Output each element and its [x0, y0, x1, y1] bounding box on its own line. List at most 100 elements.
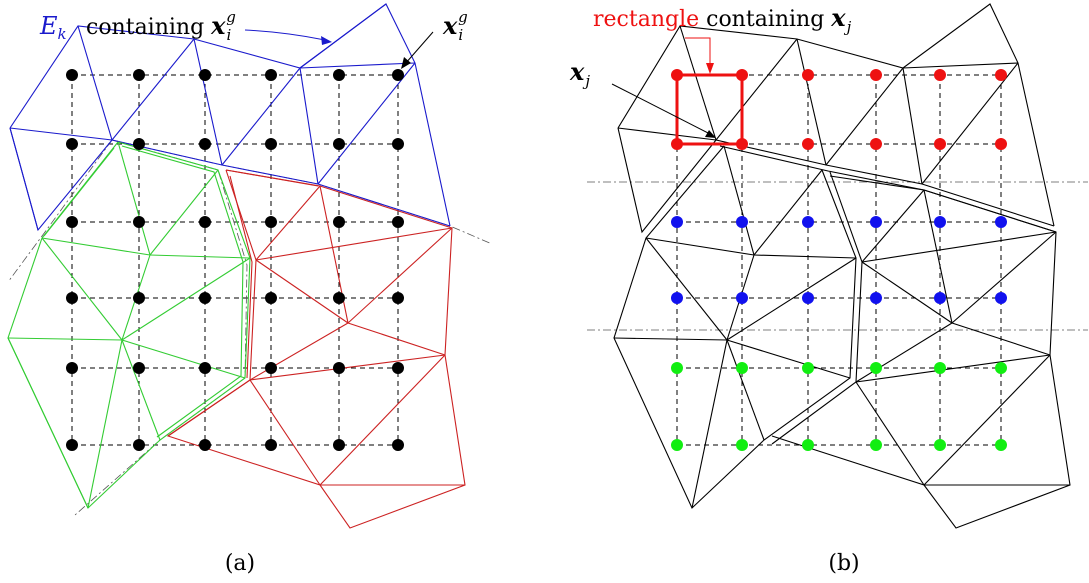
grid-point [333, 362, 345, 374]
grid-point [736, 69, 748, 81]
grid-point [133, 439, 145, 451]
green-mesh [7, 141, 251, 509]
grid-point [392, 292, 404, 304]
label-ek: Ek [39, 12, 67, 43]
ek-arrow [244, 29, 326, 41]
grid-point [736, 138, 748, 150]
grid-point [265, 216, 277, 228]
red-mesh [166, 169, 466, 529]
grid-point [802, 439, 814, 451]
grid-point [870, 439, 882, 451]
grid-point [995, 439, 1007, 451]
green-points [671, 362, 1007, 451]
grid-point [265, 138, 277, 150]
caption-a: (a) [225, 551, 255, 576]
grid-point [870, 362, 882, 374]
grid-point [736, 439, 748, 451]
panel-a-arrows [244, 29, 434, 69]
grid-point [333, 216, 345, 228]
xi-arrowhead [401, 57, 411, 69]
grid-point [66, 69, 78, 81]
grid-point [802, 362, 814, 374]
grid-point [199, 216, 211, 228]
label-containing: containing xig [79, 8, 236, 44]
grid-point [265, 69, 277, 81]
rect-arrowhead [706, 63, 714, 74]
grid-point [995, 69, 1007, 81]
rect-arrow [685, 37, 711, 67]
grid-point [870, 216, 882, 228]
grid-point [133, 69, 145, 81]
grid-point [671, 292, 683, 304]
panel-b-points [671, 69, 1007, 451]
grid-point [934, 292, 946, 304]
xj-arrow [611, 83, 713, 136]
panel-a-grid [71, 74, 399, 446]
grid-point [66, 292, 78, 304]
panel-b-arrows [611, 37, 716, 138]
grid-point [870, 69, 882, 81]
grid-point [199, 362, 211, 374]
blue-points [671, 216, 1007, 304]
grid-point [133, 216, 145, 228]
grid-point [66, 216, 78, 228]
panel-a: Ek containing xig xig (a) [7, 3, 493, 576]
blue-mesh [9, 3, 451, 232]
grid-point [392, 69, 404, 81]
red-points [671, 69, 1007, 150]
grid-point [392, 138, 404, 150]
grid-point [934, 362, 946, 374]
grid-point [671, 439, 683, 451]
grid-point [736, 216, 748, 228]
separator-line [7, 139, 113, 283]
separator-line [74, 139, 248, 516]
grid-point [736, 362, 748, 374]
grid-point [736, 292, 748, 304]
grid-point [671, 138, 683, 150]
grid-point [934, 69, 946, 81]
black-mesh [613, 3, 1071, 529]
panel-a-separators [7, 139, 493, 516]
grid-point [802, 216, 814, 228]
grid-point [133, 292, 145, 304]
grid-point [66, 439, 78, 451]
grid-point [802, 138, 814, 150]
grid-point [995, 292, 1007, 304]
caption-b: (b) [828, 551, 859, 576]
grid-point [392, 362, 404, 374]
grid-point [133, 138, 145, 150]
panel-b-grid [676, 74, 1002, 446]
grid-point [870, 292, 882, 304]
grid-point [392, 216, 404, 228]
grid-point [671, 216, 683, 228]
grid-point [802, 292, 814, 304]
panel-b-separators [587, 181, 1088, 331]
grid-point [934, 439, 946, 451]
grid-point [199, 439, 211, 451]
label-point-xi: xig [442, 8, 468, 44]
grid-point [199, 138, 211, 150]
ek-arrowhead [321, 36, 332, 45]
panel-a-points [66, 69, 404, 451]
grid-point [199, 69, 211, 81]
grid-point [133, 362, 145, 374]
grid-point [995, 362, 1007, 374]
grid-point [995, 138, 1007, 150]
grid-point [66, 138, 78, 150]
grid-point [802, 69, 814, 81]
grid-point [265, 439, 277, 451]
grid-point [934, 216, 946, 228]
grid-point [870, 138, 882, 150]
grid-point [392, 439, 404, 451]
grid-point [333, 292, 345, 304]
xj-arrowhead [705, 130, 716, 138]
grid-point [671, 69, 683, 81]
grid-point [333, 138, 345, 150]
xi-arrow [404, 31, 434, 65]
grid-point [199, 292, 211, 304]
grid-point [265, 292, 277, 304]
grid-point [934, 138, 946, 150]
grid-point [671, 362, 683, 374]
